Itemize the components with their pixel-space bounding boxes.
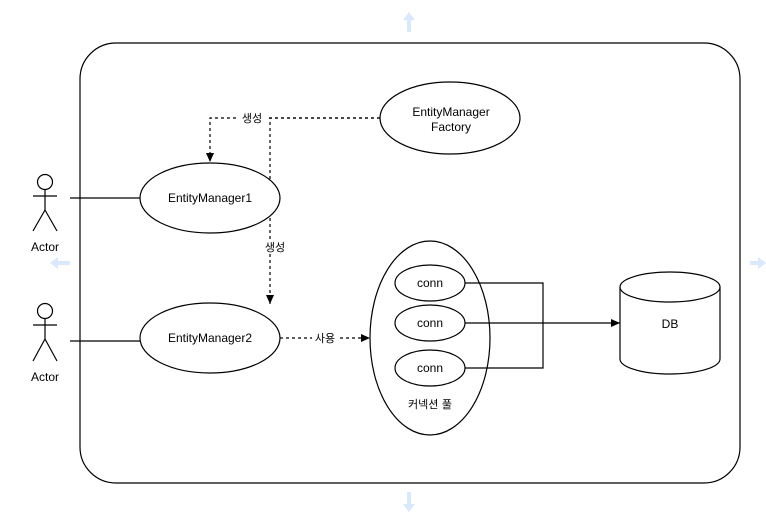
- hint-arrow-left-icon: [50, 257, 70, 269]
- hint-arrow-down-icon: [403, 492, 415, 512]
- actor-2-head: [36, 302, 54, 320]
- use-label: 사용: [315, 332, 335, 345]
- em2-label: EntityManager2: [168, 331, 252, 345]
- database[interactable]: [619, 271, 721, 375]
- create-label-middle: 생성: [265, 241, 285, 254]
- em1-label: EntityManager1: [168, 191, 252, 205]
- factory-label-line1: EntityManager: [412, 105, 489, 119]
- entity-manager-1[interactable]: [139, 162, 281, 234]
- hint-arrow-up-icon: [403, 12, 415, 32]
- hint-arrows: [50, 12, 766, 512]
- conn1-to-db-line: [465, 282, 544, 323]
- conn-2-label: conn: [417, 316, 443, 330]
- actor-1-label: Actor: [31, 240, 59, 254]
- actor-1-head: [36, 173, 54, 191]
- factory-label-line2: Factory: [431, 120, 471, 134]
- conn-1-label: conn: [417, 276, 443, 290]
- db-label: DB: [662, 317, 679, 331]
- actor-1[interactable]: [32, 173, 58, 232]
- create-label-top: 생성: [242, 112, 262, 125]
- conn-3-label: conn: [417, 361, 443, 375]
- conn3-to-db-line: [465, 323, 544, 369]
- actor-2[interactable]: [32, 302, 58, 362]
- pool-label: 커넥션 풀: [408, 398, 452, 411]
- hint-arrow-right-icon: [750, 257, 766, 269]
- actor-2-label: Actor: [31, 370, 59, 384]
